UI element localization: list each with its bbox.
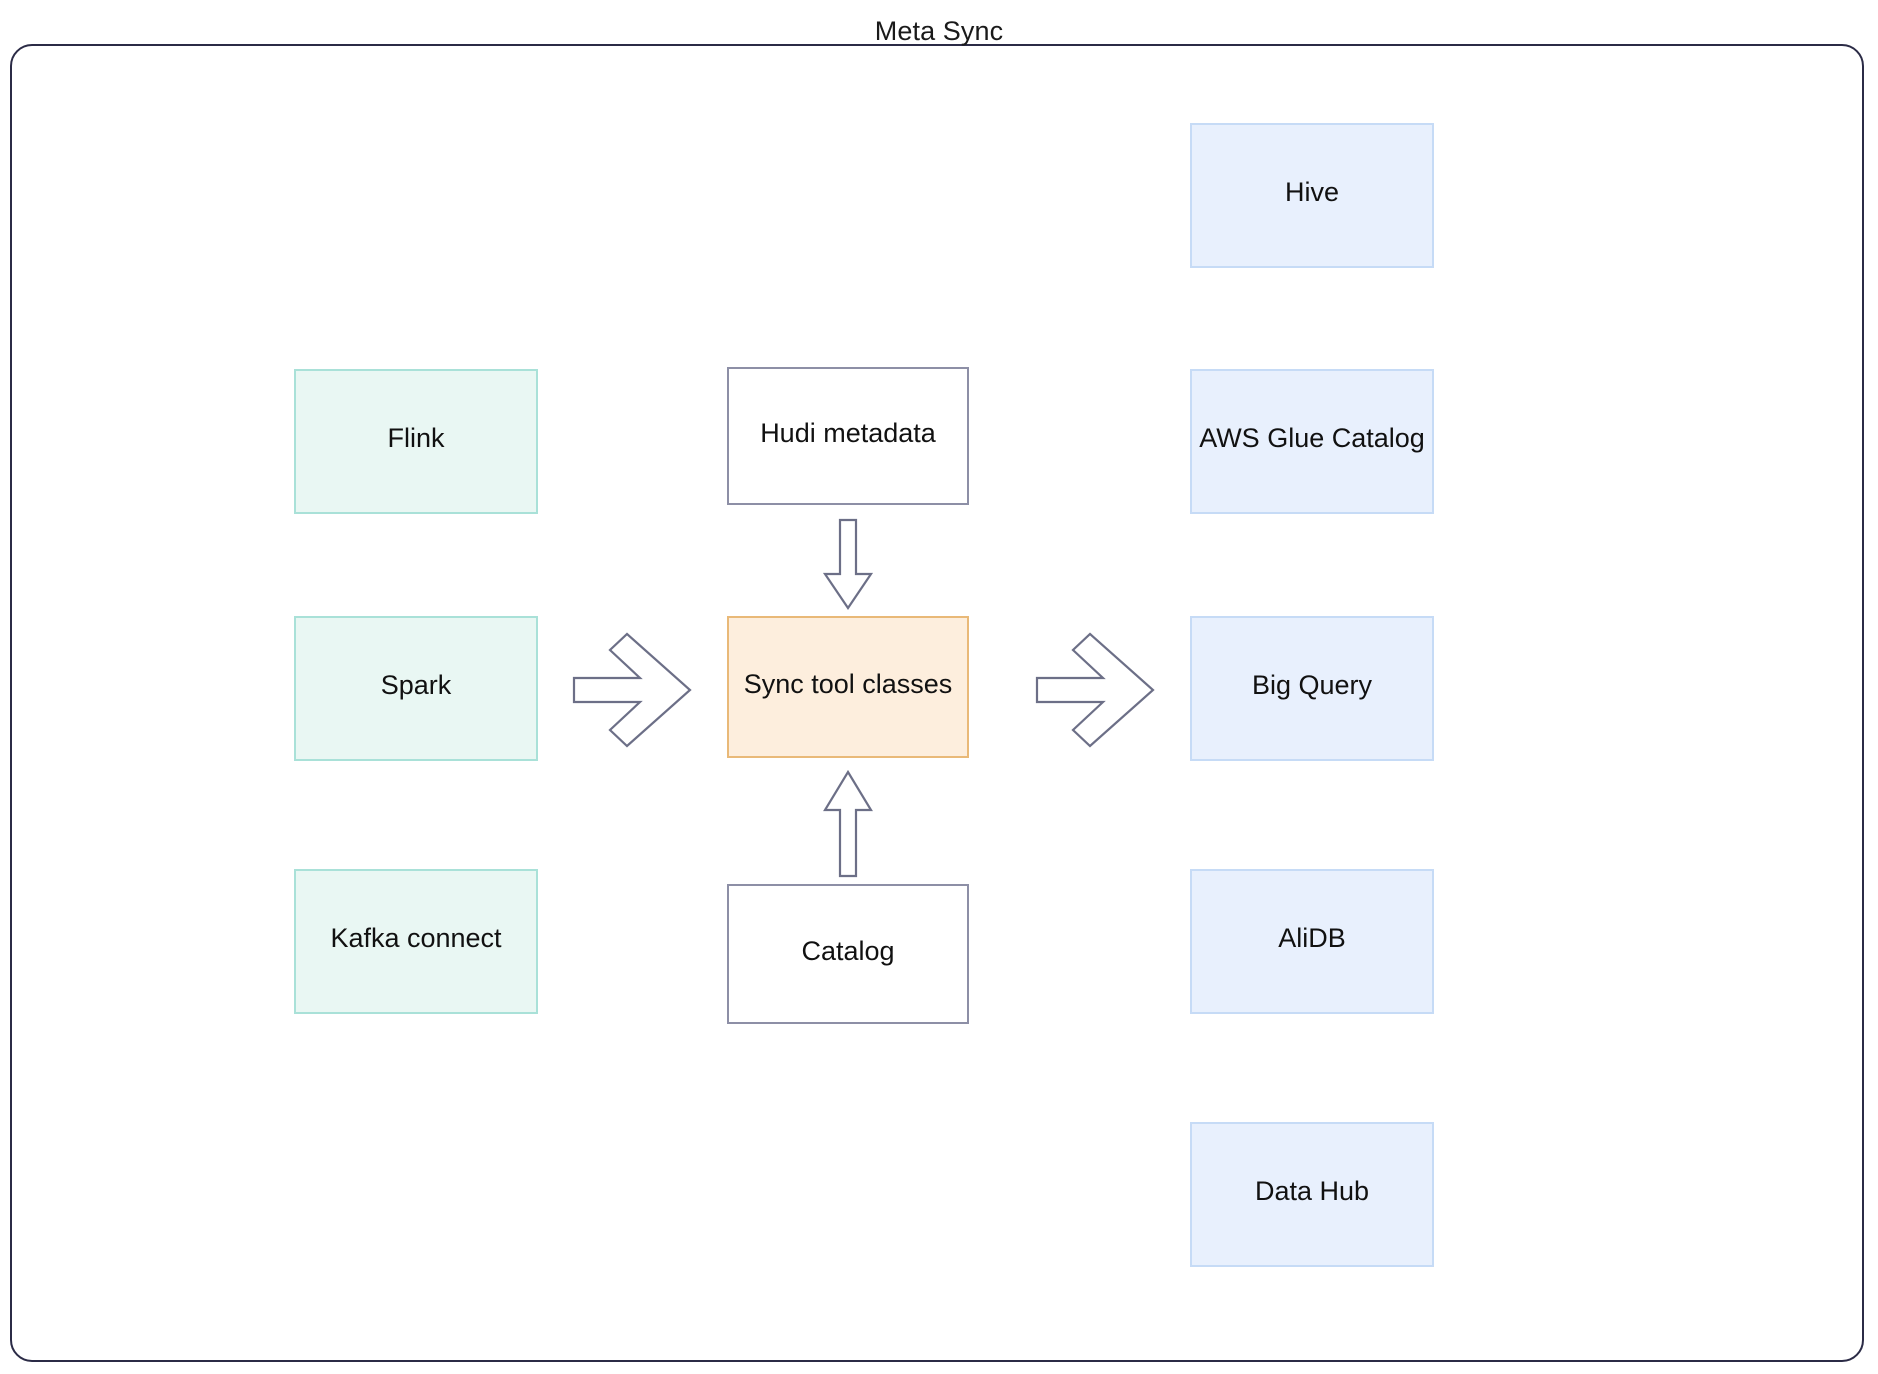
node-label: Hudi metadata (760, 417, 936, 448)
node-label: Big Query (1251, 670, 1373, 701)
node-label: Sync tool classes (743, 668, 953, 699)
node-label: AWS Glue Catalog (1199, 423, 1425, 454)
node-label: Flink (387, 423, 445, 454)
node-label: Data Hub (1254, 1176, 1370, 1207)
node-hudi-metadata[interactable]: Hudi metadata (727, 367, 969, 505)
node-catalog[interactable]: Catalog (727, 884, 969, 1024)
node-label: Hive (1284, 177, 1339, 208)
node-label: AliDB (1278, 923, 1346, 954)
node-alidb[interactable]: AliDB (1190, 869, 1434, 1014)
node-data-hub[interactable]: Data Hub (1190, 1122, 1434, 1267)
page-frame (10, 44, 1864, 1362)
node-kafka-connect[interactable]: Kafka connect (294, 869, 538, 1014)
node-label: Spark (380, 670, 452, 701)
node-hive[interactable]: Hive (1190, 123, 1434, 268)
page-title: Meta Sync (874, 16, 1004, 46)
node-aws-glue-catalog[interactable]: AWS Glue Catalog (1190, 369, 1434, 514)
node-label: Catalog (801, 935, 895, 966)
node-label: Kafka connect (330, 923, 502, 954)
node-flink[interactable]: Flink (294, 369, 538, 514)
node-big-query[interactable]: Big Query (1190, 616, 1434, 761)
node-sync-tool-classes[interactable]: Sync tool classes (727, 616, 969, 758)
node-spark[interactable]: Spark (294, 616, 538, 761)
